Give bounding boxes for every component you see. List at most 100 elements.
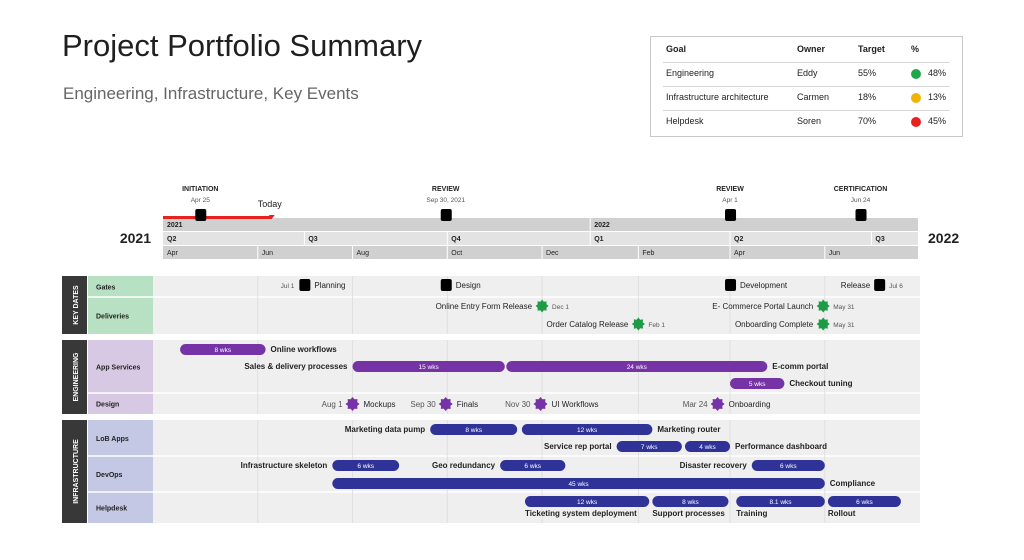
- goals-divider: [663, 86, 950, 87]
- goal-pct: 13%: [928, 92, 947, 102]
- task-duration: 8.1 wks: [769, 499, 792, 506]
- row-label: App Services: [96, 365, 140, 372]
- event-marker: [438, 397, 453, 411]
- month-label: Feb: [642, 250, 654, 257]
- task-label: Geo redundancy: [432, 461, 496, 470]
- year-end-label: 2022: [928, 230, 959, 246]
- task-bar: [751, 460, 825, 471]
- section-label-strip: [62, 276, 87, 334]
- month-label: Dec: [546, 250, 559, 257]
- task-label: Checkout tuning: [789, 379, 852, 388]
- quarter-label: Q3: [308, 236, 317, 243]
- delivery-label: E- Commerce Portal Launch: [712, 302, 813, 311]
- task-duration: 6 wks: [856, 499, 873, 506]
- task-bar: [616, 441, 682, 452]
- month-label: Apr: [734, 250, 746, 257]
- today-label: Today: [258, 199, 283, 209]
- goals-divider: [663, 110, 950, 111]
- event-marker: [710, 397, 725, 411]
- page-title: Project Portfolio Summary: [62, 28, 423, 63]
- gate-date: Jul 6: [889, 283, 903, 290]
- row-label-cell: [88, 393, 153, 414]
- month-label: Jun: [262, 250, 273, 257]
- task-duration: 15 wks: [419, 364, 440, 371]
- task-duration: 4 wks: [699, 444, 716, 451]
- milestone-marker: [195, 209, 207, 221]
- event-date: Sep 30: [410, 400, 436, 409]
- row-label: Deliveries: [96, 314, 129, 321]
- gate-marker: [299, 279, 311, 291]
- milestone-date: Apr 25: [191, 197, 211, 204]
- row-label: LoB Apps: [96, 436, 129, 443]
- row-label: DevOps: [96, 472, 123, 479]
- task-duration: 12 wks: [577, 499, 598, 506]
- row-label-cell: [88, 297, 153, 334]
- goal-owner: Eddy: [797, 68, 818, 78]
- task-bar: [506, 361, 768, 372]
- year-band: [163, 218, 918, 231]
- task-label: Infrastructure skeleton: [241, 461, 328, 470]
- delivery-marker: [535, 299, 549, 313]
- year-start-label: 2021: [120, 230, 151, 246]
- task-label: Sales & delivery processes: [244, 362, 348, 371]
- task-bar: [430, 424, 518, 435]
- gate-label: Development: [740, 281, 788, 290]
- section-label: KEY DATES: [73, 285, 80, 325]
- delivery-marker: [816, 317, 830, 331]
- row-label: Gates: [96, 285, 116, 292]
- delivery-label: Onboarding Complete: [735, 320, 814, 329]
- event-label: Finals: [457, 400, 478, 409]
- quarter-label: Q1: [594, 236, 603, 243]
- quarter-label: Q4: [451, 236, 460, 243]
- task-label: E-comm portal: [772, 362, 828, 371]
- row-label: Helpdesk: [96, 506, 127, 513]
- goals-header-owner: Owner: [797, 44, 826, 54]
- milestone-marker: [440, 209, 452, 221]
- gate-label: Planning: [314, 281, 345, 290]
- task-label: Performance dashboard: [735, 442, 827, 451]
- task-duration: 24 wks: [627, 364, 648, 371]
- goals-divider: [663, 62, 950, 63]
- goal-target: 70%: [858, 116, 877, 126]
- section-label-strip: [62, 340, 87, 414]
- task-duration: 8 wks: [682, 499, 699, 506]
- event-label: Mockups: [364, 400, 396, 409]
- milestone-date: Apr 1: [722, 197, 738, 204]
- section-label-strip: [62, 420, 87, 523]
- delivery-marker: [816, 299, 830, 313]
- goals-table: Goal Owner Target % Engineering Eddy 55%…: [650, 36, 963, 137]
- milestone-marker: [725, 209, 737, 221]
- month-label: Apr: [167, 250, 179, 257]
- milestone-date: Sep 30, 2021: [426, 197, 465, 204]
- event-label: Onboarding: [729, 400, 771, 409]
- task-bar: [736, 496, 825, 507]
- row-label-cell: [88, 340, 153, 393]
- today-marker: [268, 215, 275, 219]
- goal-owner: Soren: [797, 116, 822, 126]
- goal-pct: 45%: [928, 116, 947, 126]
- delivery-label: Order Catalog Release: [547, 320, 629, 329]
- milestone-date: Jun 24: [851, 197, 871, 204]
- event-date: Nov 30: [505, 400, 531, 409]
- goal-target: 18%: [858, 92, 877, 102]
- goal-target: 55%: [858, 68, 877, 78]
- task-label: Compliance: [830, 479, 876, 488]
- page-subtitle: Engineering, Infrastructure, Key Events: [63, 84, 359, 103]
- row-label-cell: [88, 276, 153, 297]
- task-duration: 6 wks: [357, 463, 374, 470]
- month-label: Jun: [829, 250, 840, 257]
- section-label: ENGINEERING: [73, 352, 80, 402]
- task-bar: [524, 496, 650, 507]
- task-bar: [332, 460, 400, 471]
- row-label-cell: [88, 420, 153, 456]
- today-bar: [163, 216, 272, 219]
- milestone-label: REVIEW: [716, 186, 744, 193]
- delivery-date: May 31: [833, 322, 855, 329]
- gate-marker: [725, 279, 737, 291]
- gate-marker: [874, 279, 886, 291]
- milestone-label: REVIEW: [432, 186, 460, 193]
- month-label: Aug: [357, 250, 370, 257]
- task-bar: [652, 496, 729, 507]
- goal-owner: Carmen: [797, 92, 830, 102]
- section-label: INFRASTRUCTURE: [73, 439, 80, 504]
